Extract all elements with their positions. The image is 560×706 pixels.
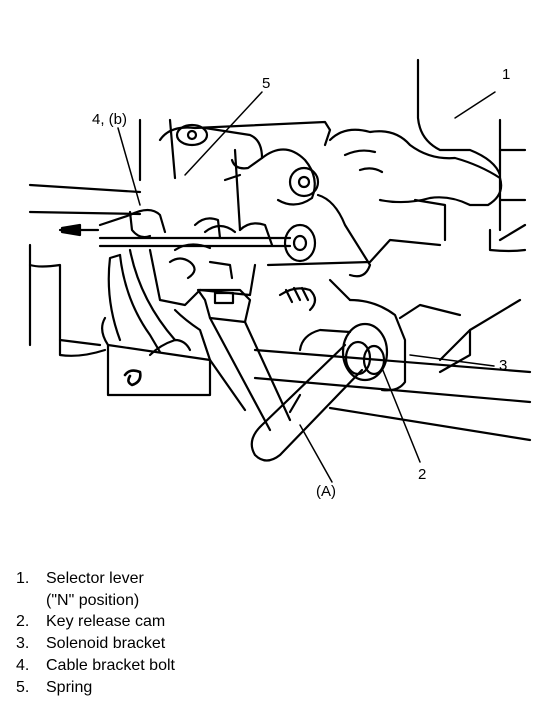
callout-2: 2 <box>418 466 427 483</box>
legend-sublabel: ("N" position) <box>46 591 140 609</box>
legend-item-3: 3. Solenoid bracket <box>16 633 175 655</box>
selector-housing <box>328 58 527 253</box>
legend-num: 3. <box>16 635 30 653</box>
left-bracket <box>101 308 212 397</box>
legend-num: 4. <box>16 656 30 674</box>
legend-item-5: 5. Spring <box>16 677 175 699</box>
center-bracket <box>148 217 317 312</box>
callout-5: 5 <box>262 75 271 92</box>
legend-item-4: 4. Cable bracket bolt <box>16 655 175 677</box>
cable-rod <box>58 208 317 263</box>
legend-item-1: 1. Selector lever ("N" position) <box>16 568 175 611</box>
callout-1: 1 <box>502 66 511 83</box>
legend-label: Solenoid bracket <box>46 635 166 653</box>
lever-plate <box>107 248 292 432</box>
legend-num: 2. <box>16 613 30 631</box>
leader-lines <box>117 91 496 483</box>
callout-a: (A) <box>316 483 336 500</box>
frame-lines <box>138 118 447 302</box>
legend-list: 1. Selector lever ("N" position) 2. Key … <box>16 568 175 698</box>
legend-label: Spring <box>46 678 93 696</box>
legend-label: Cable bracket bolt <box>46 656 175 674</box>
legend-label: Selector lever <box>46 570 144 587</box>
upper-linkage <box>158 120 372 278</box>
solenoid-bracket <box>348 298 472 392</box>
legend-num: 5. <box>16 678 30 696</box>
legend-label: Key release cam <box>46 613 166 631</box>
callout-4b: 4, (b) <box>92 111 128 128</box>
legend-item-2: 2. Key release cam <box>16 611 175 633</box>
key-release-cam <box>298 322 389 382</box>
handle-tool <box>250 340 372 462</box>
callout-3: 3 <box>499 357 508 374</box>
legend-num: 1. <box>16 570 30 587</box>
exploded-diagram <box>28 58 532 483</box>
